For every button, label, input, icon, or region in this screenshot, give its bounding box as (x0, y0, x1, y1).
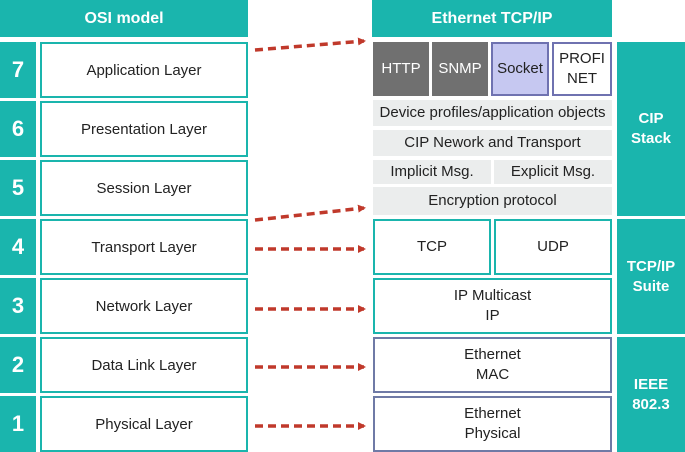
ip-line-1: IP Multicast (453, 287, 532, 304)
tcp-block: TCP (373, 219, 491, 275)
layer-number-2: 2 (0, 337, 36, 393)
layer-number-5: 5 (0, 160, 36, 216)
data-link-layer: Data Link Layer (40, 337, 248, 393)
ethernet-physical-line-1: Ethernet (464, 405, 521, 422)
layer-number-6: 6 (0, 101, 36, 157)
ieee-8023-label: IEEE 802.3 (617, 337, 685, 452)
ethernet-physical-block: Ethernet Physical (373, 396, 612, 452)
ieee-line-1: IEEE (633, 375, 669, 393)
cip-stack-label: CIP Stack (617, 42, 685, 216)
device-profiles-block: Device profiles/application objects (373, 100, 612, 126)
explicit-msg-block: Explicit Msg. (494, 160, 612, 184)
presentation-layer: Presentation Layer (40, 101, 248, 157)
tcpip-suite-line-1: TCP/IP (626, 257, 676, 275)
ieee-line-2: 802.3 (632, 395, 670, 413)
ip-multicast-block: IP Multicast IP (373, 278, 612, 334)
http-block: HTTP (373, 42, 429, 96)
session-layer: Session Layer (40, 160, 248, 216)
cip-stack-line-1: CIP (638, 110, 664, 127)
layer-number-1: 1 (0, 396, 36, 452)
ethernet-physical-line-2: Physical (464, 425, 521, 442)
cip-network-transport-block: CIP Nework and Transport (373, 130, 612, 156)
arrow-session (254, 204, 366, 222)
encryption-protocol-block: Encryption protocol (373, 187, 612, 215)
tcpip-suite-label: TCP/IP Suite (617, 219, 685, 334)
profinet-block: PROFI NET (552, 42, 612, 96)
cip-stack-line-2: Stack (630, 130, 672, 147)
ethernet-mac-line-1: Ethernet (464, 346, 521, 363)
profinet-line-1: PROFI (559, 50, 605, 67)
profinet-line-2: NET (567, 70, 597, 87)
physical-layer: Physical Layer (40, 396, 248, 452)
ethernet-mac-block: Ethernet MAC (373, 337, 612, 393)
layer-number-3: 3 (0, 278, 36, 334)
osi-model-header: OSI model (0, 0, 248, 37)
application-layer: Application Layer (40, 42, 248, 98)
snmp-block: SNMP (432, 42, 488, 96)
ip-line-2: IP (485, 307, 500, 324)
layer-number-7: 7 (0, 42, 36, 98)
udp-block: UDP (494, 219, 612, 275)
layer-number-4: 4 (0, 219, 36, 275)
transport-layer: Transport Layer (40, 219, 248, 275)
socket-block: Socket (491, 42, 549, 96)
arrow-application (254, 37, 366, 52)
network-layer: Network Layer (40, 278, 248, 334)
ethernet-mac-line-2: MAC (475, 366, 510, 383)
tcpip-suite-line-2: Suite (632, 277, 670, 295)
implicit-msg-block: Implicit Msg. (373, 160, 491, 184)
ethernet-tcpip-header: Ethernet TCP/IP (372, 0, 612, 37)
